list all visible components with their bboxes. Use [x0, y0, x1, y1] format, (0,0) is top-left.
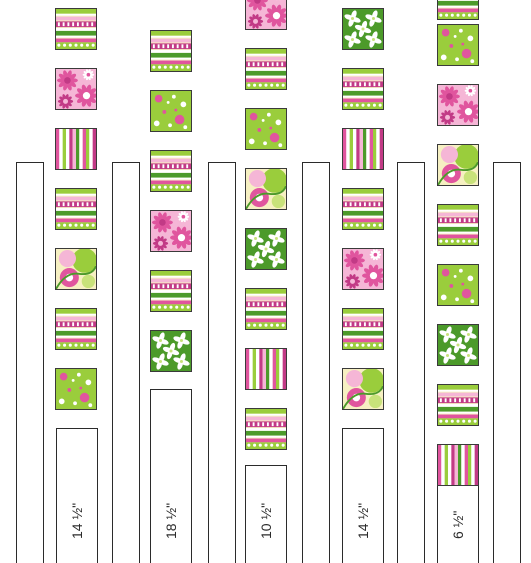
fabric-block-lime-dots	[150, 90, 192, 132]
fabric-block-pink-green-floral	[245, 168, 287, 210]
fabric-block-green-pinwheel	[437, 324, 479, 366]
fabric-block-stripe	[150, 30, 192, 72]
fabric-block-pink-floral	[437, 84, 479, 126]
fabric-block-stripe	[55, 188, 97, 230]
fabric-strip	[112, 162, 140, 563]
fabric-block-pink-green-floral	[342, 368, 384, 410]
fabric-block-lime-dots	[437, 24, 479, 66]
fabric-block-vstripe	[437, 444, 479, 486]
strip-length-label: 10 ½"	[258, 503, 274, 539]
fabric-block-stripe	[245, 288, 287, 330]
fabric-block-pink-green-floral	[55, 248, 97, 290]
fabric-block-lime-dots	[245, 108, 287, 150]
fabric-block-green-pinwheel	[150, 330, 192, 372]
fabric-block-stripe	[245, 408, 287, 450]
fabric-block-stripe	[150, 150, 192, 192]
strip-length-label: 14 ½"	[355, 503, 371, 539]
fabric-strip	[16, 162, 44, 563]
fabric-block-stripe	[342, 188, 384, 230]
strip-length-box: 6 ½"	[437, 485, 479, 563]
fabric-block-stripe	[245, 48, 287, 90]
fabric-strip	[397, 162, 425, 563]
fabric-strip	[302, 162, 330, 563]
strip-length-box: 14 ½"	[342, 428, 384, 563]
fabric-block-stripe	[342, 68, 384, 110]
fabric-block-stripe	[437, 204, 479, 246]
fabric-block-pink-floral	[55, 68, 97, 110]
strip-length-label: 18 ½"	[163, 503, 179, 539]
fabric-block-stripe	[55, 8, 97, 50]
fabric-block-vstripe	[245, 348, 287, 390]
fabric-block-vstripe	[342, 128, 384, 170]
strip-length-box: 10 ½"	[245, 465, 287, 563]
fabric-block-stripe	[342, 308, 384, 350]
fabric-strip	[208, 162, 236, 563]
fabric-block-vstripe	[55, 128, 97, 170]
strip-length-box: 14 ½"	[56, 428, 98, 563]
fabric-block-green-pinwheel	[342, 8, 384, 50]
fabric-strip	[493, 162, 521, 563]
fabric-block-stripe	[150, 270, 192, 312]
fabric-block-stripe	[437, 384, 479, 426]
fabric-block-pink-floral	[245, 0, 287, 30]
fabric-block-lime-dots	[437, 264, 479, 306]
strip-length-label: 6 ½"	[450, 511, 466, 539]
fabric-block-stripe	[55, 308, 97, 350]
fabric-block-pink-floral	[150, 210, 192, 252]
fabric-block-green-pinwheel	[245, 228, 287, 270]
strip-length-box: 18 ½"	[150, 389, 192, 563]
fabric-block-pink-floral	[342, 248, 384, 290]
fabric-block-pink-green-floral	[437, 144, 479, 186]
strip-length-label: 14 ½"	[69, 503, 85, 539]
fabric-block-lime-dots	[55, 368, 97, 410]
fabric-block-stripe	[437, 0, 479, 20]
